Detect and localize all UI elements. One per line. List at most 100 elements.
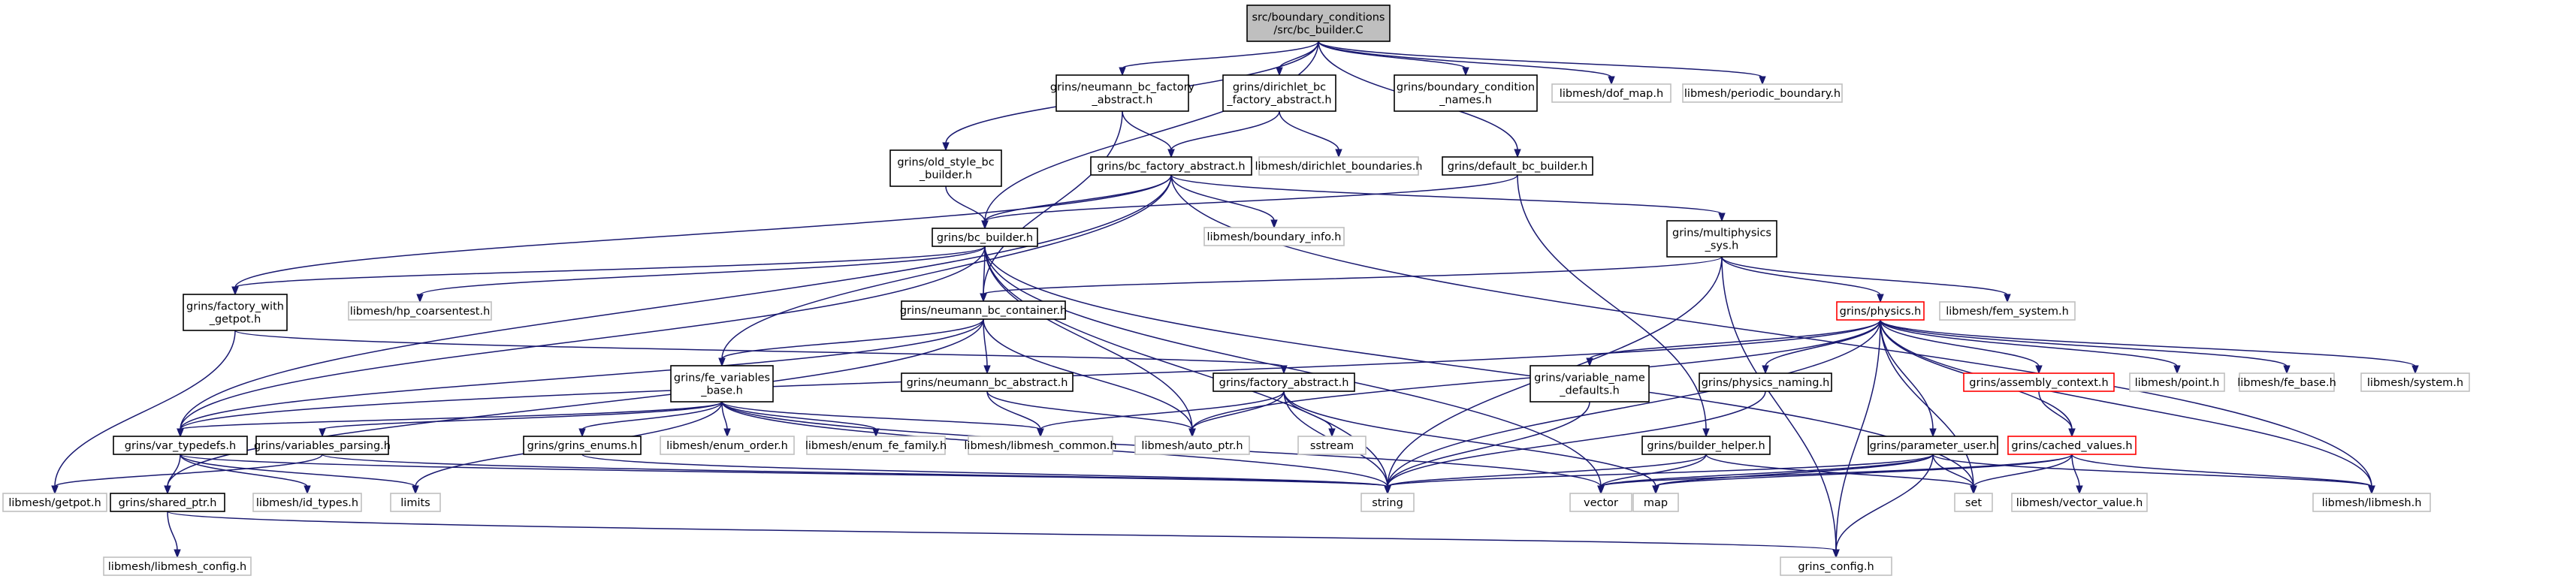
node-dof-map[interactable]: libmesh/dof_map.h — [1551, 83, 1672, 103]
edge-line — [1721, 256, 2008, 296]
edge-line — [54, 454, 323, 487]
node-vector-value[interactable]: libmesh/vector_value.h — [2011, 493, 2148, 512]
edge-line — [322, 401, 723, 430]
node-box — [2239, 372, 2335, 392]
edge-line — [721, 401, 728, 430]
node-bc-names[interactable]: grins/boundary_condition_names.h — [1394, 74, 1538, 112]
node-fe-variables[interactable]: grins/fe_variables_base.h — [670, 365, 774, 403]
node-id-types[interactable]: libmesh/id_types.h — [252, 493, 362, 512]
node-bc-factory[interactable]: grins/bc_factory_abstract.h — [1090, 156, 1252, 176]
node-sstream[interactable]: sstream — [1297, 436, 1367, 455]
node-label: grins/old_style_bc — [897, 157, 994, 169]
edge-line — [234, 174, 1172, 288]
node-label: libmesh/auto_ptr.h — [1141, 440, 1243, 452]
node-libmesh-common[interactable]: libmesh/libmesh_common.h — [964, 436, 1117, 455]
node-grins-enums[interactable]: grins/grins_enums.h — [523, 436, 642, 455]
node-string[interactable]: string — [1360, 493, 1415, 512]
node-neumann-abstract[interactable]: grins/neumann_bc_abstract.h — [901, 372, 1074, 392]
edge-arrowhead — [1718, 213, 1726, 222]
node-box — [901, 300, 1066, 320]
edge-arrowhead — [1608, 76, 1615, 86]
node-dirichlet-factory[interactable]: grins/dirichlet_bc_factory_abstract.h — [1222, 74, 1336, 112]
edge-arrowhead — [718, 357, 726, 367]
edge-line — [180, 246, 986, 430]
node-physics-naming[interactable]: grins/physics_naming.h — [1699, 372, 1832, 392]
node-box — [255, 436, 389, 455]
edge-multiphysics-to-neumann_container — [980, 256, 1723, 303]
node-physics[interactable]: grins/physics.h — [1836, 301, 1925, 321]
node-auto-ptr[interactable]: libmesh/auto_ptr.h — [1134, 436, 1250, 455]
node-map[interactable]: map — [1632, 493, 1679, 512]
node-root[interactable]: src/boundary_conditions/src/bc_builder.C — [1246, 5, 1391, 42]
node-fe-base[interactable]: libmesh/fe_base.h — [2237, 372, 2336, 392]
node-label: src/boundary_conditions — [1252, 12, 1385, 24]
node-neumann-factory[interactable]: grins/neumann_bc_factory_abstract.h — [1050, 74, 1195, 112]
node-assembly-context[interactable]: grins/assembly_context.h — [1963, 372, 2115, 392]
edge-factory_abstract-to-sstream — [1283, 391, 1336, 438]
node-bc-builder[interactable]: grins/bc_builder.h — [932, 228, 1038, 247]
edge-root-to-neumann_factory — [1119, 41, 1319, 77]
edge-line — [1517, 174, 1707, 430]
edge-root-to-bc_names — [1318, 41, 1469, 77]
node-set[interactable]: set — [1954, 493, 1993, 512]
node-label: libmesh/dof_map.h — [1560, 88, 1663, 100]
node-label: grins/var_typedefs.h — [125, 440, 236, 452]
edge-arrowhead — [51, 485, 59, 495]
node-old-style[interactable]: grins/old_style_bc_builder.h — [889, 149, 1002, 187]
node-limits[interactable]: limits — [390, 493, 441, 512]
node-boundary-info[interactable]: libmesh/boundary_info.h — [1203, 227, 1345, 246]
node-builder-helper[interactable]: grins/builder_helper.h — [1641, 436, 1771, 455]
node-getpot[interactable]: libmesh/getpot.h — [2, 493, 107, 512]
node-box — [1055, 74, 1189, 112]
edge-multiphysics-to-physics — [1721, 256, 1884, 303]
node-label: grins/physics.h — [1840, 306, 1922, 318]
node-var-typedefs[interactable]: grins/var_typedefs.h — [113, 436, 248, 455]
node-libmesh-config[interactable]: libmesh/libmesh_config.h — [103, 556, 252, 576]
edge-bc_builder-to-hp_coarsen — [416, 246, 986, 303]
node-cached-values[interactable]: grins/cached_values.h — [2007, 436, 2137, 455]
node-factory-getpot[interactable]: grins/factory_with_getpot.h — [183, 294, 288, 331]
node-label: libmesh/libmesh_config.h — [108, 561, 246, 573]
edge-line — [984, 246, 1974, 487]
node-dirichlet-boundaries[interactable]: libmesh/dirichlet_boundaries.h — [1255, 156, 1423, 176]
edge-line — [1589, 319, 1881, 360]
node-box — [968, 436, 1113, 455]
node-box — [1246, 5, 1391, 42]
edge-line — [581, 401, 723, 430]
node-parameter-user[interactable]: grins/parameter_user.h — [1868, 436, 1998, 455]
node-periodic[interactable]: libmesh/periodic_boundary.h — [1682, 83, 1843, 103]
node-libmesh-h[interactable]: libmesh/libmesh.h — [2312, 493, 2431, 512]
edge-line — [1279, 110, 1339, 151]
node-box — [806, 436, 946, 455]
node-enum-order[interactable]: libmesh/enum_order.h — [660, 436, 795, 455]
node-factory-abstract[interactable]: grins/factory_abstract.h — [1213, 372, 1355, 392]
node-point[interactable]: libmesh/point.h — [2129, 372, 2225, 392]
node-grins-config[interactable]: grins_config.h — [1780, 556, 1892, 576]
node-hp-coarsen[interactable]: libmesh/hp_coarsentest.h — [348, 301, 492, 321]
edge-arrowhead — [1328, 428, 1336, 438]
edge-fe_variables-to-enum_order — [721, 401, 731, 438]
edge-var_typedefs-to-id_types — [180, 454, 311, 495]
edge-shared_ptr-to-grins_config — [167, 511, 1840, 559]
edge-parameter_user-to-libmesh_h — [1932, 454, 2375, 495]
edge-line — [1835, 454, 1934, 551]
edge-arrowhead — [2173, 365, 2181, 375]
node-enum-fe-family[interactable]: libmesh/enum_fe_family.h — [805, 436, 947, 455]
node-label: grins/grins_enums.h — [527, 440, 638, 452]
node-shared-ptr[interactable]: grins/shared_ptr.h — [110, 493, 225, 512]
node-default-bc[interactable]: grins/default_bc_builder.h — [1442, 156, 1593, 176]
edge-arrowhead — [1929, 428, 1937, 438]
node-vector[interactable]: vector — [1569, 493, 1632, 512]
edge-root-to-periodic — [1318, 41, 1766, 86]
node-label: _abstract.h — [1092, 95, 1153, 107]
node-box — [348, 301, 492, 321]
node-fem-system[interactable]: libmesh/fem_system.h — [1939, 301, 2076, 321]
edge-line — [1880, 319, 2288, 367]
node-multiphysics[interactable]: grins/multiphysics_sys.h — [1666, 220, 1777, 258]
node-var-parsing[interactable]: grins/variables_parsing.h — [254, 436, 391, 455]
node-system[interactable]: libmesh/system.h — [2360, 372, 2470, 392]
node-neumann-container[interactable]: grins/neumann_bc_container.h — [900, 300, 1067, 320]
node-var-name-defaults[interactable]: grins/variable_name_defaults.h — [1530, 365, 1650, 403]
edge-line — [2071, 454, 2080, 487]
node-box — [2360, 372, 2470, 392]
